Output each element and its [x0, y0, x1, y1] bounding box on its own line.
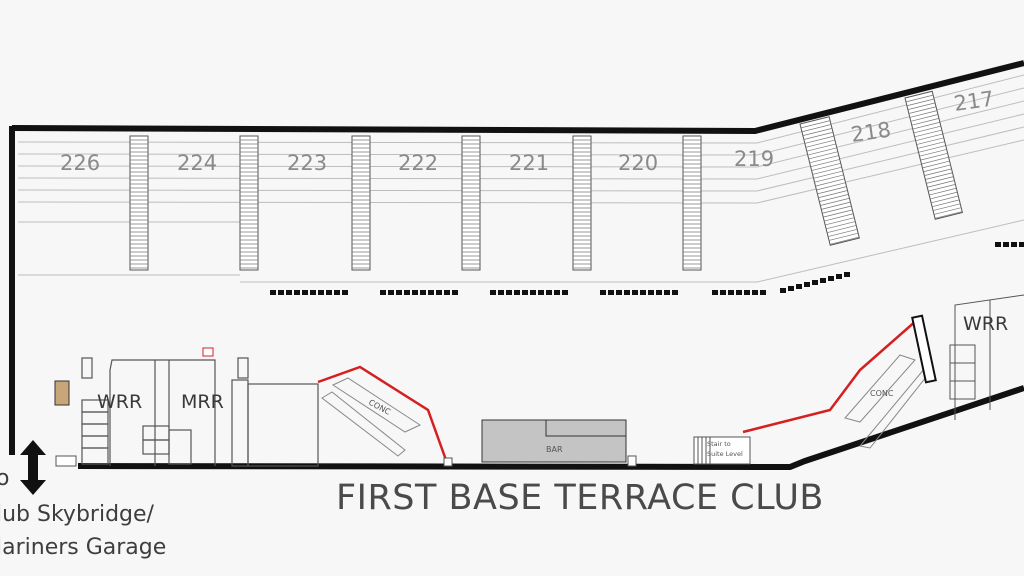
aisle-stair — [572, 135, 592, 271]
concession-left — [321, 377, 422, 457]
direction-prefix: o — [0, 466, 10, 491]
walls — [9, 60, 1024, 471]
railing-left — [317, 365, 448, 461]
direction-line2: lariners Garage — [0, 535, 167, 560]
bar-counter — [481, 419, 627, 463]
aisle-stair — [461, 135, 481, 271]
aisle-stair — [129, 135, 149, 271]
room-mrr: MRR — [181, 391, 224, 413]
section-label: 224 — [177, 151, 217, 175]
sign-icon — [202, 347, 214, 357]
section-label: 226 — [60, 151, 100, 175]
aisle-stair — [799, 116, 860, 246]
club-title: FIRST BASE TERRACE CLUB — [336, 478, 824, 518]
section-label: 223 — [287, 151, 327, 175]
aisle-stair — [351, 135, 371, 271]
seat-rows — [17, 74, 1024, 283]
room-wrr-right: WRR — [963, 313, 1008, 335]
restrooms-left — [81, 357, 319, 467]
aisle-stairs — [129, 90, 964, 271]
direction-line1: lub Skybridge/ — [0, 502, 154, 527]
bar-label: BAR — [546, 445, 563, 454]
section-label: 219 — [734, 147, 774, 171]
section-label: 222 — [398, 151, 438, 175]
section-label: 220 — [618, 151, 658, 175]
room-wrr-left: WRR — [97, 391, 142, 413]
restrooms-right — [949, 294, 1024, 420]
stair-label-1: Stair to — [707, 440, 731, 448]
conc-left-label: CONC — [367, 398, 392, 417]
section-label: 217 — [952, 87, 995, 116]
seat-boxes — [270, 242, 1024, 295]
aisle-stair — [239, 135, 259, 271]
table — [54, 380, 70, 406]
arrow-icon — [20, 440, 46, 495]
section-label: 221 — [509, 151, 549, 175]
railing-right — [742, 319, 918, 434]
aisle-stair — [904, 90, 964, 220]
section-label: 218 — [849, 118, 892, 147]
aisle-stair — [682, 135, 702, 271]
stair-label-2: Suite Level — [707, 450, 743, 458]
stair-to-suite — [693, 436, 751, 465]
conc-right-label: CONC — [870, 389, 894, 398]
